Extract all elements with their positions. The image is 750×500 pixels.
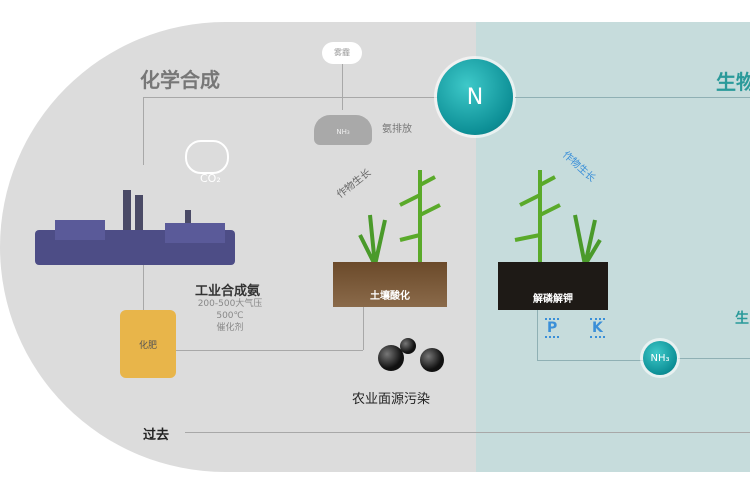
temperature-text: 500℃ (216, 311, 244, 321)
phosphorus-icon: P (545, 318, 560, 338)
smog-label: 雾霾 (334, 48, 350, 57)
ammonia-cloud-icon: NH₃ (314, 115, 372, 145)
fertilizer-bag-icon: 化肥 (120, 310, 176, 378)
potassium-icon: K (590, 318, 605, 338)
connector-line (143, 97, 144, 165)
connector-line (143, 350, 363, 351)
pollution-ball-icon (420, 348, 444, 372)
ammonia-cloud-label: NH₃ (336, 128, 350, 136)
connector-line (515, 97, 750, 98)
left-title: 化学合成 (140, 68, 220, 92)
pollution-ball-icon (378, 345, 404, 371)
timeline-past-label: 过去 (143, 428, 170, 443)
right-title: 生物 (716, 70, 750, 94)
pressure-text: 200-500大气压 (197, 299, 263, 309)
co2-label: CO₂ (200, 172, 221, 185)
nitrogen-label: N (466, 84, 484, 110)
pollution-ball-icon (400, 338, 416, 354)
timeline-arrow (185, 432, 750, 433)
industrial-title: 工业合成氨 (195, 284, 261, 299)
ammonia-emission-label: 氨排放 (382, 124, 412, 135)
smog-cloud-icon: 雾霾 (322, 42, 362, 64)
connector-line (678, 358, 750, 359)
pollution-label: 农业面源污染 (352, 392, 431, 407)
acidified-soil-block: 土壤酸化 (333, 262, 447, 307)
connector-line (537, 310, 538, 360)
co2-cloud-icon (185, 140, 229, 174)
phosphorus-potassium-label: 解磷解钾 (533, 294, 573, 305)
nh3-node: NH₃ (643, 341, 677, 375)
connector-line (143, 97, 443, 98)
nitrogen-node: N (437, 59, 513, 135)
connector-line (143, 265, 144, 310)
healthy-crop-icon (514, 170, 602, 265)
fertilizer-label: 化肥 (138, 340, 157, 351)
catalyst-text: 催化剂 (216, 323, 244, 333)
industrial-conditions: 200-500大气压 500℃ 催化剂 (190, 298, 270, 334)
connector-line (363, 307, 364, 350)
right-side-label: 生 (735, 311, 749, 327)
nh3-label: NH₃ (650, 352, 670, 364)
soil-acidification-label: 土壤酸化 (370, 291, 410, 302)
crop-plant-icon (358, 170, 441, 265)
healthy-soil-block: 解磷解钾 (498, 262, 608, 310)
factory-icon (35, 190, 235, 265)
connector-line (537, 360, 643, 361)
connector-line (342, 60, 343, 110)
